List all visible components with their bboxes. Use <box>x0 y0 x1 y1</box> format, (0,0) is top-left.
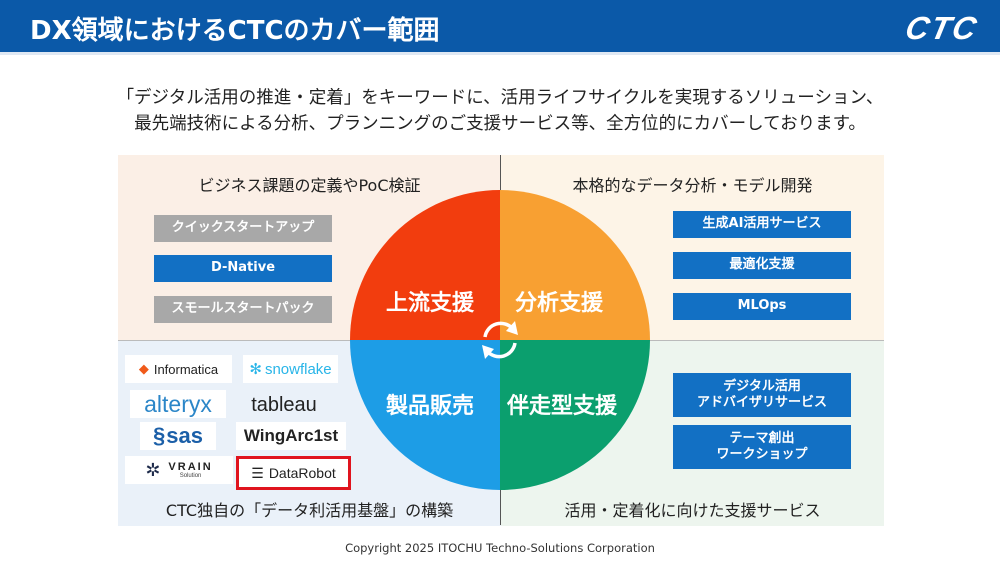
ctc-logo: CTC <box>902 10 982 46</box>
heading-bottom-right: 活用・定着化に向けた支援サービス <box>564 501 821 520</box>
product-segment <box>350 340 500 490</box>
upstream-segment <box>350 190 500 340</box>
analysis-segment <box>500 190 650 340</box>
upstream-label: 上流支援 <box>386 291 475 316</box>
optimization-button[interactable]: 最適化支援 <box>673 252 851 279</box>
accompany-segment <box>500 340 650 490</box>
support-cycle-circle: 上流支援 分析支援 製品販売 伴走型支援 <box>350 190 650 490</box>
intro-line-2: 最先端技術による分析、プランニングのご支援サービス等、全方位的にカバーしておりま… <box>134 114 866 134</box>
header-bar: DX領域におけるCTCのカバー範囲 CTC <box>0 0 1000 55</box>
sas-logo: §sas <box>140 422 216 450</box>
d-native-button[interactable]: D-Native <box>154 255 332 282</box>
accompany-label: 伴走型支援 <box>507 394 618 419</box>
heading-bottom-left: CTC独自の「データ利活用基盤」の構築 <box>165 501 454 520</box>
cycle-arrows-icon <box>482 321 518 359</box>
analysis-label: 分析支援 <box>515 291 604 316</box>
advisory-service-button[interactable]: デジタル活用 アドバイザリサービス <box>673 373 851 417</box>
mlops-button[interactable]: MLOps <box>673 293 851 320</box>
snowflake-logo: ✻snowflake <box>243 355 338 383</box>
page-title: DX領域におけるCTCのカバー範囲 <box>30 16 440 46</box>
informatica-logo: ◆Informatica <box>125 355 232 383</box>
copyright-footer: Copyright 2025 ITOCHU Techno-Solutions C… <box>345 541 655 555</box>
datarobot-logo: ☰DataRobot <box>236 456 351 490</box>
small-start-pack-button[interactable]: スモールスタートパック <box>154 296 332 323</box>
workshop-button[interactable]: テーマ創出 ワークショップ <box>673 425 851 469</box>
wingarc-logo: WingArc1st <box>236 422 346 450</box>
product-label: 製品販売 <box>386 394 475 419</box>
intro-line-1: 「デジタル活用の推進・定着」をキーワードに、活用ライフサイクルを実現するソリュー… <box>116 88 884 108</box>
genai-service-button[interactable]: 生成AI活用サービス <box>673 211 851 238</box>
tableau-logo: tableau <box>251 393 317 416</box>
alteryx-logo: alteryx <box>130 390 226 418</box>
quick-startup-button[interactable]: クイックスタートアップ <box>154 215 332 242</box>
